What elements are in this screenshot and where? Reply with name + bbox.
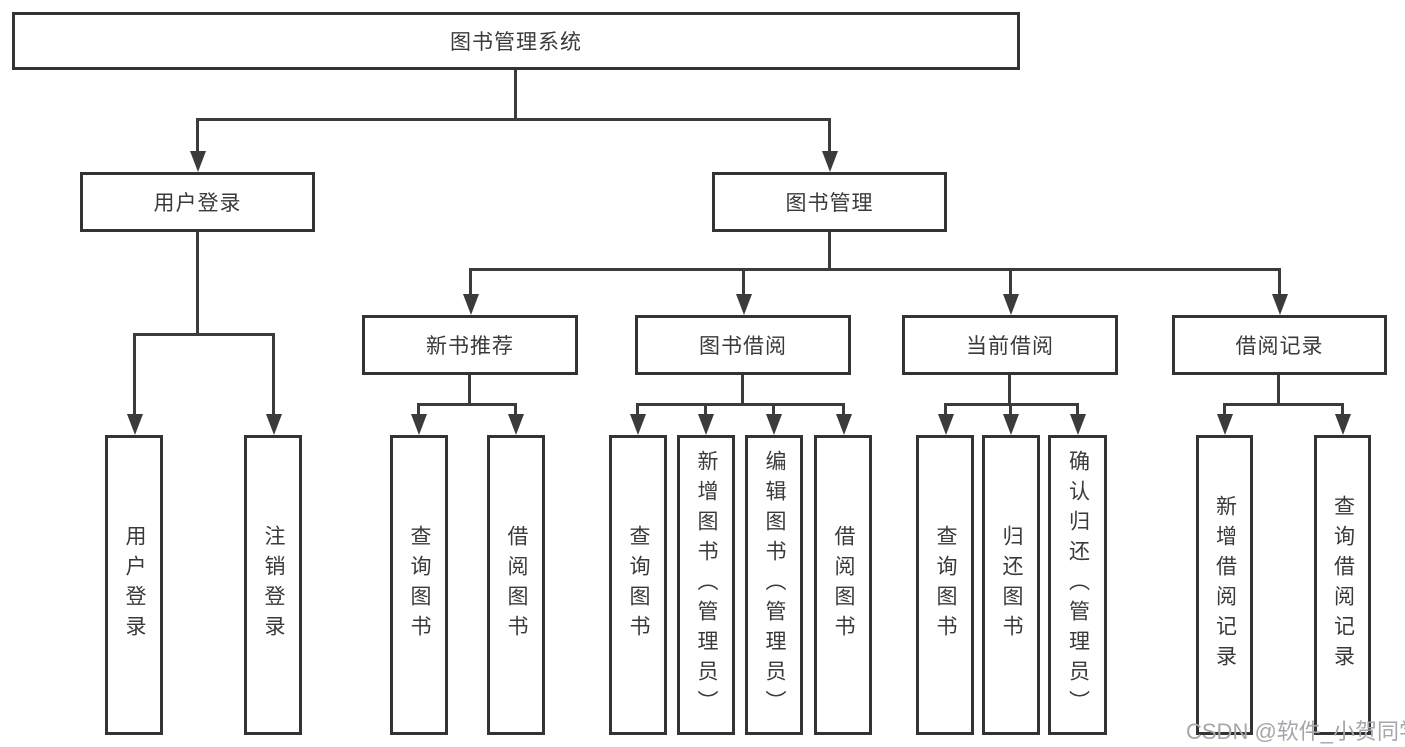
node-leaf-cb-confirm-return-label: 确认归还（管理员） [1066,450,1090,720]
node-book-management-label: 图书管理 [785,192,874,215]
connector-bookmgmt-drop-2 [742,268,745,295]
connector-bookmgmt-stem [828,232,831,270]
arrow-down-icon [698,414,714,435]
connector-root-hline [196,118,831,121]
connector-userlogin-drop-1 [133,333,136,415]
connector-current-drop-2 [1009,403,1012,416]
node-current-borrow: 当前借阅 [902,315,1118,375]
connector-records-drop-1 [1223,403,1226,416]
arrow-down-icon [463,294,479,315]
connector-bookmgmt-drop-4 [1278,268,1281,295]
node-leaf-bb-borrow-book: 借阅图书 [814,435,872,735]
arrow-down-icon [766,414,782,435]
node-root: 图书管理系统 [12,12,1020,70]
node-leaf-bb-edit-book-label: 编辑图书（管理员） [763,450,786,720]
node-leaf-br-query-record: 查询借阅记录 [1314,435,1371,735]
connector-userlogin-drop-2 [272,333,275,415]
connector-borrow-drop-3 [772,403,775,416]
arrow-down-icon [1272,294,1288,315]
node-leaf-cb-query-book: 查询图书 [916,435,974,735]
node-borrow-records: 借阅记录 [1172,315,1387,375]
node-leaf-rec-borrow-book-label: 借阅图书 [505,525,528,645]
node-current-borrow-label: 当前借阅 [966,335,1054,358]
arrow-down-icon [938,414,954,435]
connector-bookmgmt-drop-1 [469,268,472,295]
node-book-borrow: 图书借阅 [635,315,851,375]
node-leaf-rec-borrow-book: 借阅图书 [487,435,545,735]
node-borrow-records-label: 借阅记录 [1235,335,1324,358]
node-leaf-cb-query-book-label: 查询图书 [934,525,957,645]
node-root-label: 图书管理系统 [450,31,582,54]
arrow-down-icon [836,414,852,435]
node-leaf-br-add-record-label: 新增借阅记录 [1213,495,1237,675]
arrow-down-icon [1335,414,1351,435]
node-leaf-user-login-label: 用户登录 [123,525,146,645]
node-leaf-rec-query-book-label: 查询图书 [408,525,431,645]
connector-recommend-drop-1 [417,403,420,416]
connector-userlogin-stem [196,232,199,335]
arrow-down-icon [1217,414,1233,435]
node-user-login: 用户登录 [80,172,315,232]
connector-bookmgmt-drop-3 [1009,268,1012,295]
connector-bookmgmt-hline [469,268,1281,271]
arrow-down-icon [736,294,752,315]
connector-current-drop-1 [944,403,947,416]
node-new-book-recommend-label: 新书推荐 [426,335,514,358]
connector-records-hline [1223,403,1343,406]
connector-borrow-hline [636,403,845,406]
connector-records-drop-2 [1341,403,1344,416]
connector-borrow-drop-2 [704,403,707,416]
connector-userlogin-hline [133,333,275,336]
csdn-watermark: CSDN @软件_小贺同学 [1186,719,1405,744]
node-leaf-logout-label: 注销登录 [262,525,285,645]
node-leaf-cb-return-book: 归还图书 [982,435,1040,735]
node-leaf-cb-return-book-label: 归还图书 [1000,525,1023,645]
connector-current-stem [1008,375,1011,405]
node-book-borrow-label: 图书借阅 [699,335,787,358]
node-leaf-bb-edit-book: 编辑图书（管理员） [745,435,803,735]
node-user-login-label: 用户登录 [153,192,242,215]
arrow-down-icon [508,414,524,435]
arrow-down-icon [1070,414,1086,435]
connector-borrow-stem [741,375,744,405]
node-leaf-bb-query-book: 查询图书 [609,435,667,735]
node-leaf-br-add-record: 新增借阅记录 [1196,435,1253,735]
connector-root-drop-right [828,118,831,152]
connector-borrow-drop-1 [636,403,639,416]
arrow-down-icon [411,414,427,435]
connector-root-stem [514,70,517,120]
node-leaf-rec-query-book: 查询图书 [390,435,448,735]
node-leaf-logout: 注销登录 [244,435,302,735]
node-leaf-bb-query-book-label: 查询图书 [627,525,650,645]
node-leaf-br-query-record-label: 查询借阅记录 [1331,495,1355,675]
arrow-down-icon [630,414,646,435]
connector-root-drop-left [196,118,199,152]
connector-borrow-drop-4 [842,403,845,416]
node-leaf-user-login: 用户登录 [105,435,163,735]
connector-recommend-drop-2 [514,403,517,416]
node-leaf-bb-add-book: 新增图书（管理员） [677,435,735,735]
node-leaf-bb-borrow-book-label: 借阅图书 [832,525,855,645]
node-new-book-recommend: 新书推荐 [362,315,578,375]
arrow-down-icon [822,151,838,172]
node-leaf-bb-add-book-label: 新增图书（管理员） [695,450,718,720]
connector-records-stem [1277,375,1280,405]
connector-recommend-stem [468,375,471,405]
node-leaf-cb-confirm-return: 确认归还（管理员） [1048,435,1107,735]
arrow-down-icon [1003,294,1019,315]
arrow-down-icon [1003,414,1019,435]
arrow-down-icon [127,414,143,435]
node-book-management: 图书管理 [712,172,947,232]
arrow-down-icon [190,151,206,172]
arrow-down-icon [266,414,282,435]
connector-recommend-hline [417,403,517,406]
connector-current-drop-3 [1076,403,1079,416]
